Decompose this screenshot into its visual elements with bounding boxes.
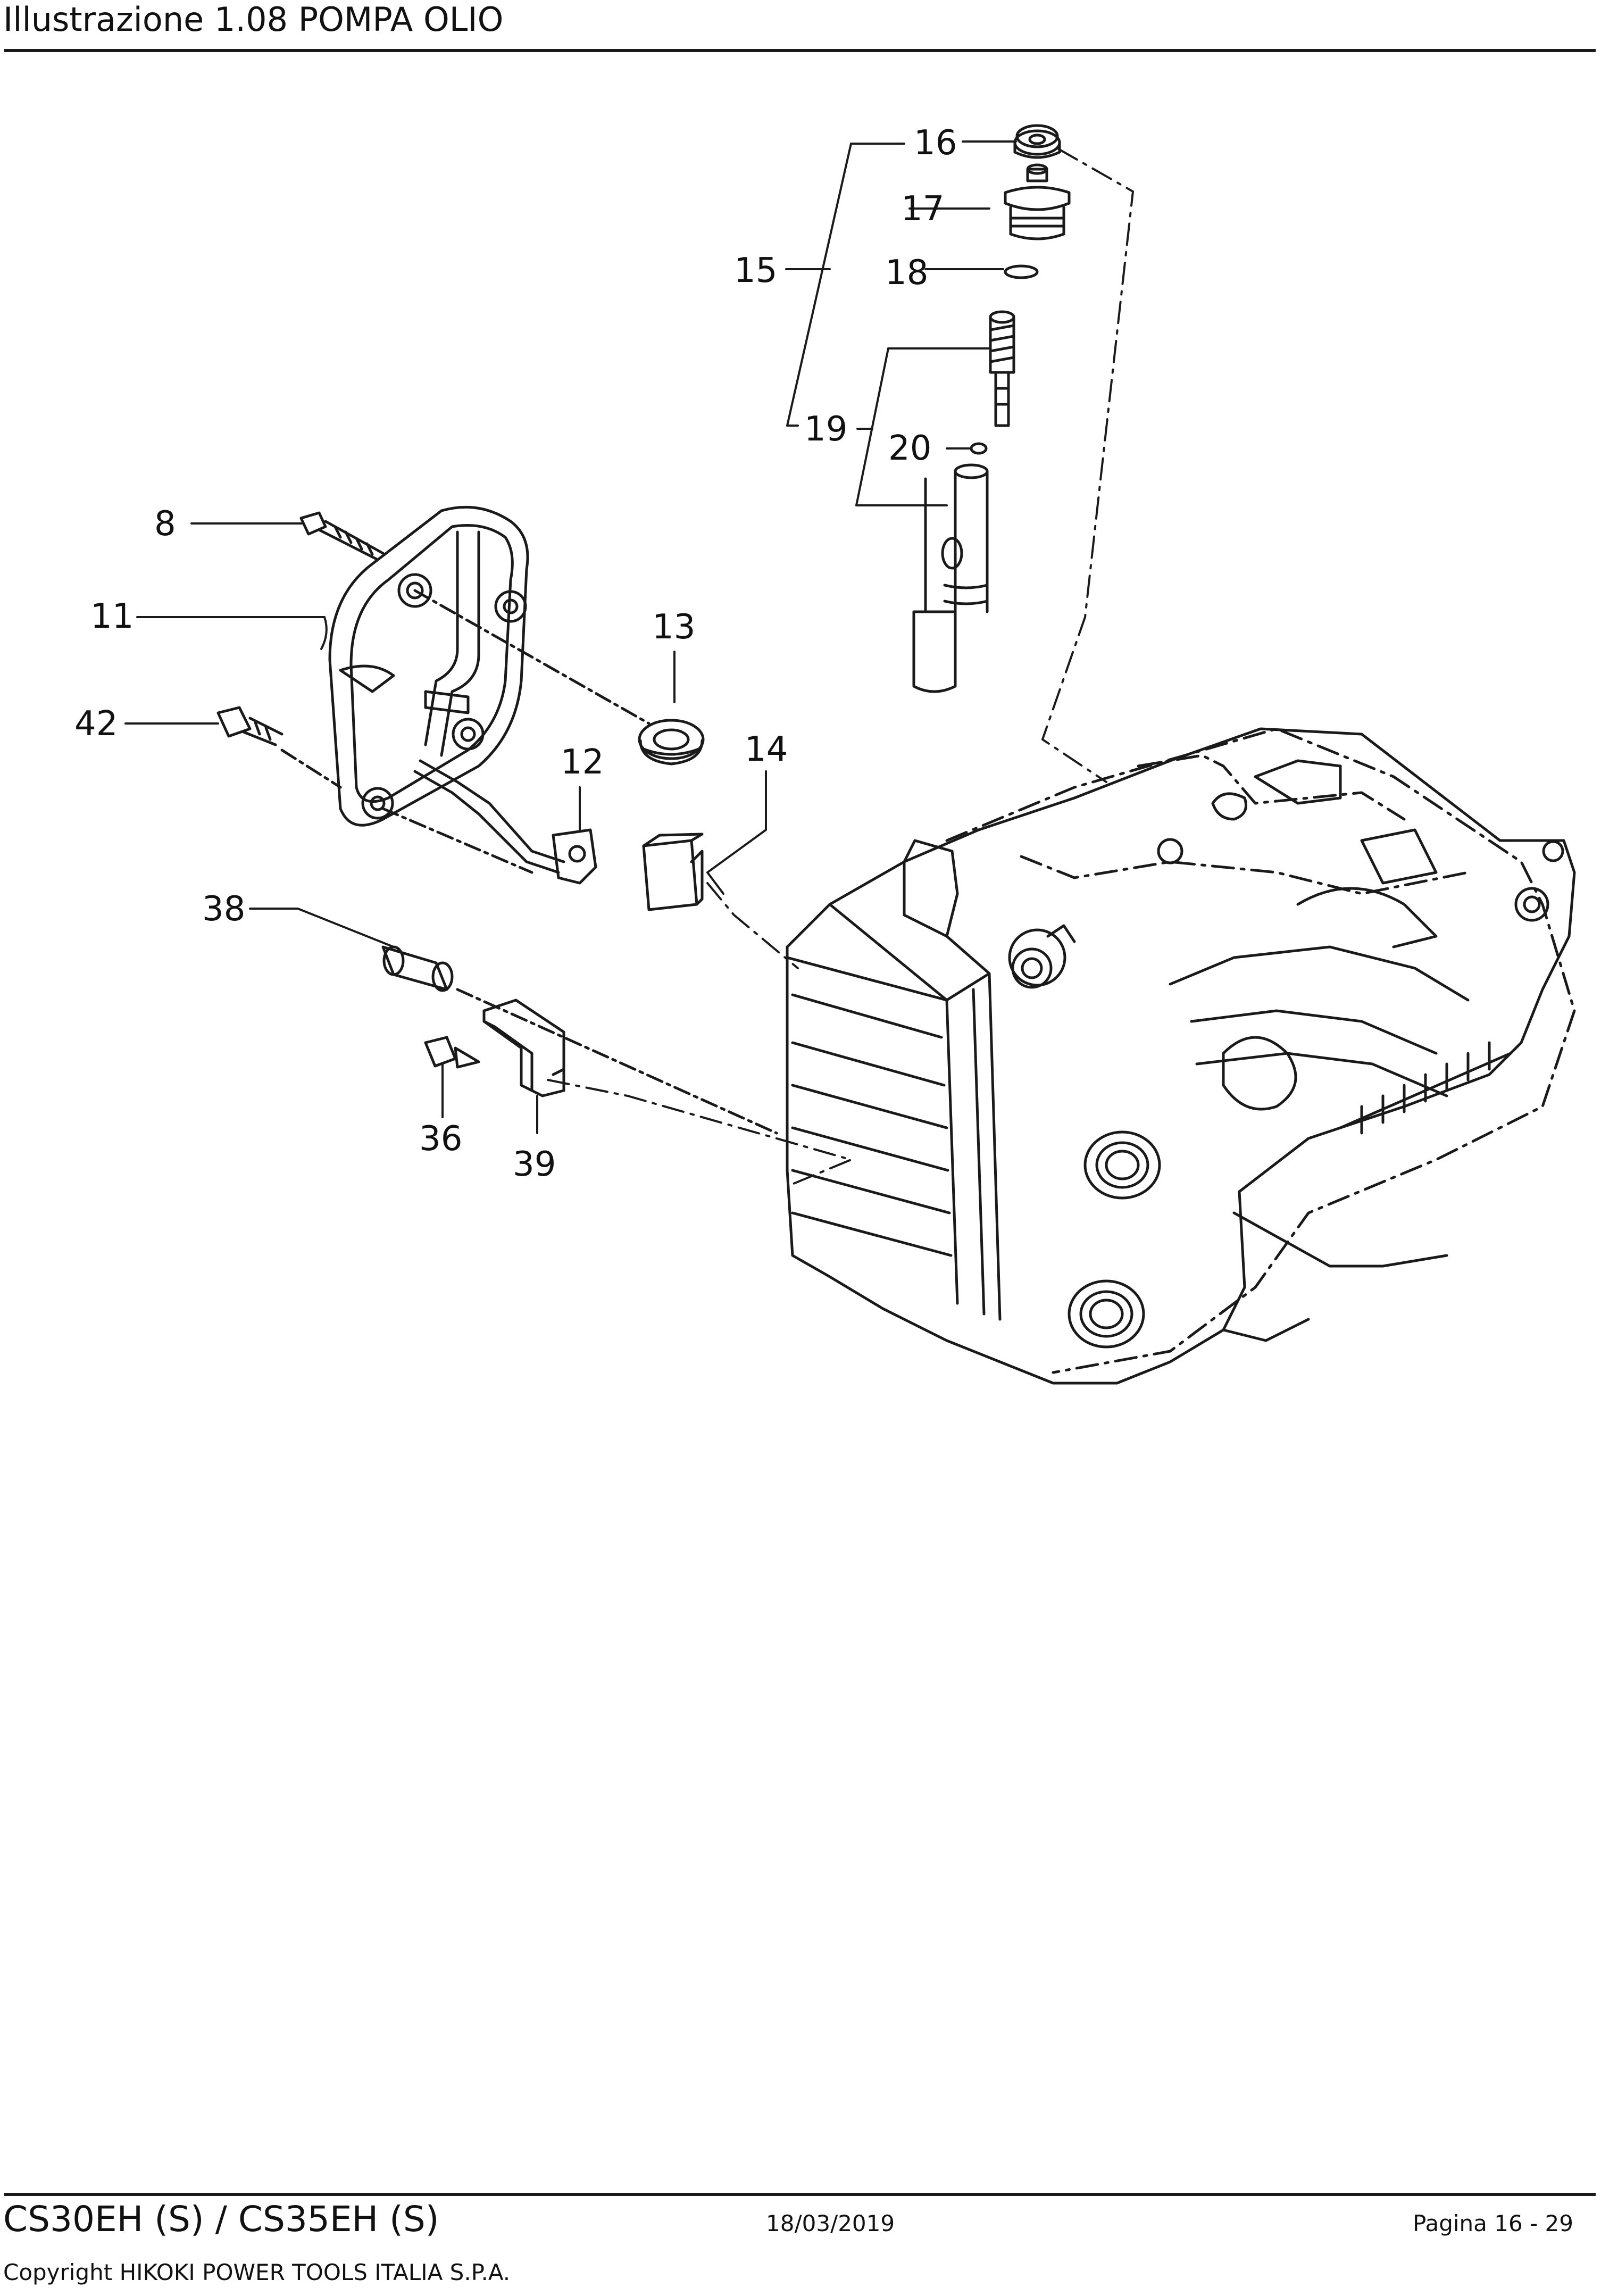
- part-12-oil-hose: [381, 759, 597, 885]
- callout-17: 17: [901, 189, 944, 229]
- callout-leaders: [124, 140, 1134, 1187]
- footer-date: 18/03/2019: [766, 2210, 895, 2236]
- callout-11: 11: [90, 597, 134, 636]
- part-13-seal: [638, 719, 705, 766]
- part-14-block: [642, 833, 704, 911]
- callout-14: 14: [745, 730, 788, 769]
- callout-20: 20: [888, 429, 931, 468]
- callout-15: 15: [734, 251, 777, 290]
- callout-12: 12: [561, 743, 604, 782]
- callout-38: 38: [202, 889, 245, 929]
- callout-8: 8: [154, 504, 176, 544]
- pump-assembly: [912, 124, 1071, 693]
- callout-13: 13: [652, 608, 695, 647]
- part-17-plug: [1004, 163, 1071, 240]
- crankcase-housing: [786, 727, 1576, 1385]
- footer-copyright: Copyright HIKOKI POWER TOOLS ITALIA S.P.…: [3, 2259, 511, 2285]
- part-15-pump-body: [912, 463, 989, 693]
- part-19-pump-shaft: [989, 310, 1015, 427]
- part-42-screw: [216, 706, 342, 789]
- part-11-pump-cover: [328, 505, 651, 827]
- footer-divider: [4, 2193, 1596, 2196]
- callout-42: 42: [74, 704, 118, 744]
- page-title: Illustrazione 1.08 POMPA OLIO: [3, 0, 504, 39]
- part-16-cap: [1013, 124, 1061, 159]
- part-36-screw: [424, 1036, 480, 1069]
- callout-18: 18: [885, 253, 928, 293]
- header-divider: [4, 49, 1596, 52]
- part-8-screw: [299, 511, 385, 561]
- callout-16: 16: [914, 123, 957, 163]
- part-20-ring: [970, 442, 988, 455]
- part-18-o-ring: [1004, 264, 1039, 279]
- part-39-guard: [482, 999, 565, 1097]
- callout-36: 36: [419, 1119, 462, 1159]
- part-38-spacer: [381, 945, 778, 1135]
- footer-page-number: Pagina 16 - 29: [1413, 2210, 1573, 2236]
- callout-19: 19: [804, 410, 847, 449]
- footer-model: CS30EH (S) / CS35EH (S): [3, 2199, 439, 2240]
- callout-39: 39: [513, 1145, 556, 1184]
